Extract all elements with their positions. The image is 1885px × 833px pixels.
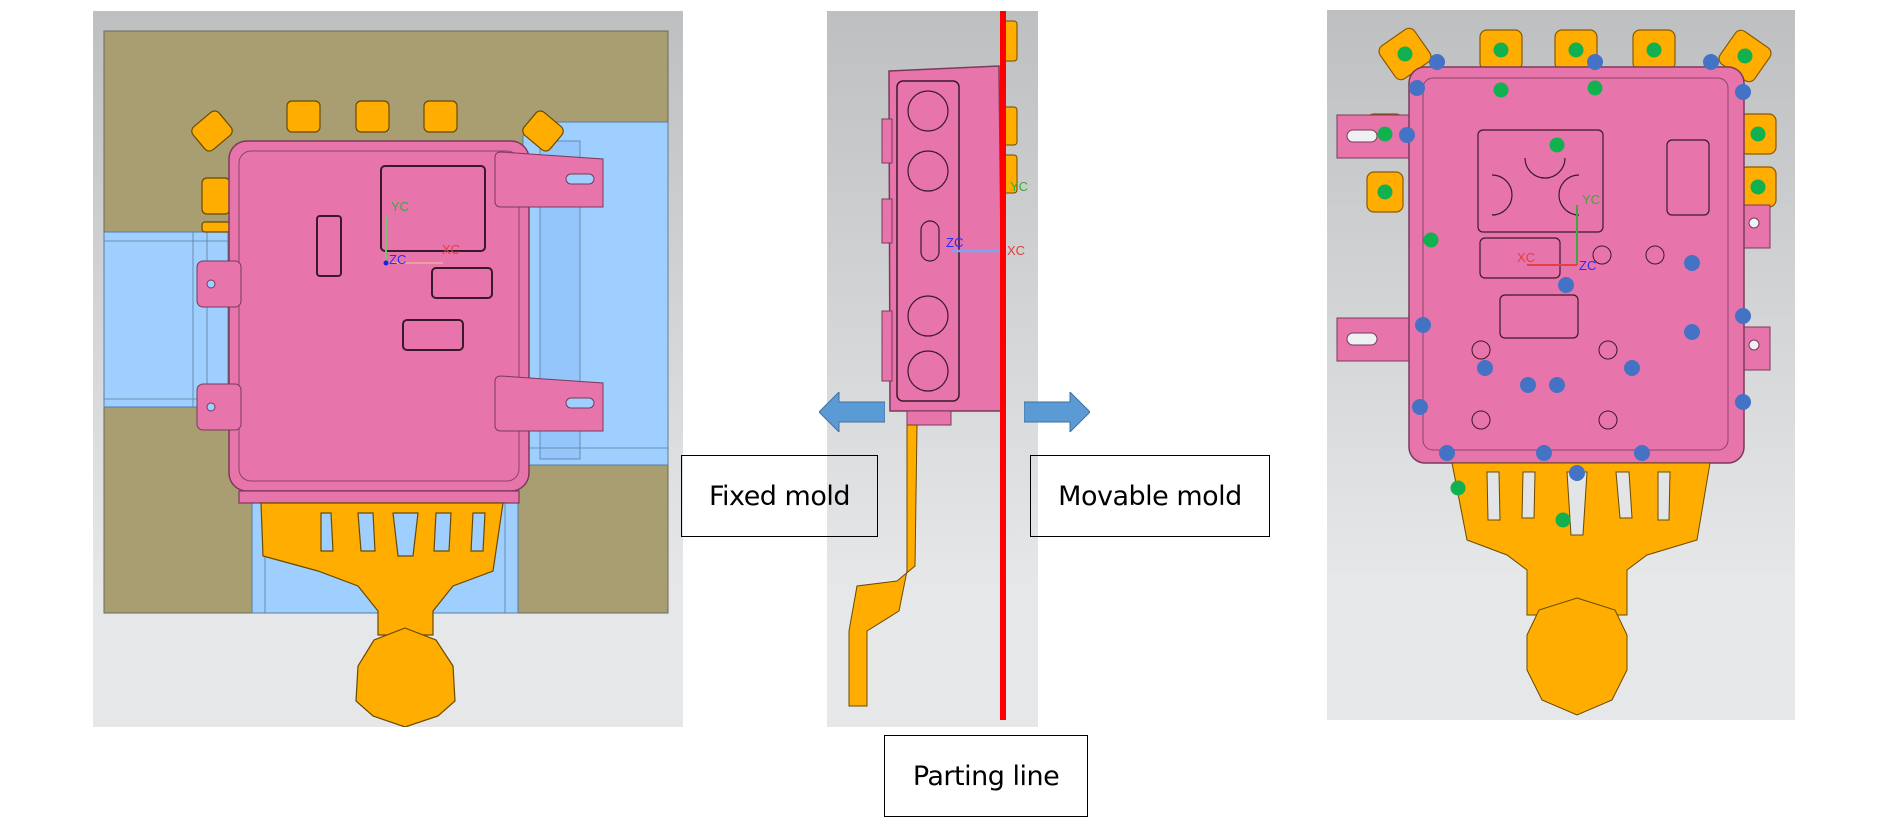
ejector-marker-blue xyxy=(1415,317,1431,333)
runner-side xyxy=(848,424,918,707)
parting-line-label: Parting line xyxy=(884,735,1088,817)
ejector-marker-blue xyxy=(1703,54,1719,70)
ejector-marker-blue xyxy=(1412,399,1428,415)
ejector-marker-blue xyxy=(1558,277,1574,293)
ejector-marker-green xyxy=(1750,126,1766,142)
mold-front-view-panel: YC XC ZC xyxy=(93,11,683,727)
arrow-left-icon xyxy=(819,392,885,432)
side-axis-label-yc: YC xyxy=(1010,179,1028,194)
left-slider xyxy=(103,231,229,408)
side-view-panel: YC XC ZC xyxy=(827,11,1038,727)
ejector-marker-blue xyxy=(1399,127,1415,143)
ejector-marker-green xyxy=(1568,42,1584,58)
parting-line xyxy=(1000,11,1006,720)
ejector-marker-blue xyxy=(1536,445,1552,461)
ejector-marker-blue xyxy=(1634,445,1650,461)
ejector-layout-panel: YC XC ZC xyxy=(1327,10,1795,720)
side-overflow-wells xyxy=(1002,20,1018,194)
ejector-marker-green xyxy=(1555,512,1571,528)
overflow-wells xyxy=(191,100,564,233)
side-axis-label-zc: ZC xyxy=(946,235,963,250)
ejector-marker-blue xyxy=(1735,308,1751,324)
fixed-mold-label: Fixed mold xyxy=(681,455,878,537)
ejector-marker-green xyxy=(1493,42,1509,58)
right-axis-label-xc: XC xyxy=(1517,250,1535,265)
ejector-marker-green xyxy=(1750,179,1766,195)
axis-label-zc: ZC xyxy=(389,252,406,267)
runner-system xyxy=(238,490,520,727)
ejector-marker-blue xyxy=(1587,54,1603,70)
ejector-markers xyxy=(1377,42,1766,528)
runner-right xyxy=(1451,462,1711,716)
ejector-marker-blue xyxy=(1439,445,1455,461)
side-view-drawing: YC XC ZC xyxy=(848,11,1028,720)
ejector-marker-green xyxy=(1549,137,1565,153)
ejector-marker-blue xyxy=(1569,465,1585,481)
ejector-marker-blue xyxy=(1735,84,1751,100)
right-axis-label-zc: ZC xyxy=(1579,258,1596,273)
ejector-marker-green xyxy=(1397,46,1413,62)
ejector-marker-blue xyxy=(1520,377,1536,393)
ejector-marker-blue xyxy=(1549,377,1565,393)
coordinate-triad: YC XC ZC xyxy=(383,199,460,267)
ejector-marker-blue xyxy=(1684,324,1700,340)
ejector-marker-blue xyxy=(1409,80,1425,96)
mold-front-view-drawing: YC XC ZC xyxy=(103,30,669,727)
movable-mold-label: Movable mold xyxy=(1030,455,1270,537)
ejector-marker-blue xyxy=(1477,360,1493,376)
ejector-layout-drawing: YC XC ZC xyxy=(1336,27,1777,716)
right-axis-label-yc: YC xyxy=(1582,192,1600,207)
ejector-marker-green xyxy=(1423,232,1439,248)
ejector-marker-green xyxy=(1450,480,1466,496)
ejector-marker-blue xyxy=(1429,54,1445,70)
ejector-marker-blue xyxy=(1735,394,1751,410)
ejector-marker-green xyxy=(1377,126,1393,142)
axis-label-yc: YC xyxy=(391,199,409,214)
ejector-marker-green xyxy=(1377,184,1393,200)
side-axis-label-xc: XC xyxy=(1007,243,1025,258)
axis-label-xc: XC xyxy=(442,242,460,257)
ejector-marker-blue xyxy=(1684,255,1700,271)
ejector-marker-green xyxy=(1493,82,1509,98)
ejector-marker-green xyxy=(1587,80,1603,96)
arrow-right-icon xyxy=(1024,392,1090,432)
ejector-marker-blue xyxy=(1624,360,1640,376)
ejector-marker-green xyxy=(1646,42,1662,58)
ejector-marker-green xyxy=(1737,48,1753,64)
